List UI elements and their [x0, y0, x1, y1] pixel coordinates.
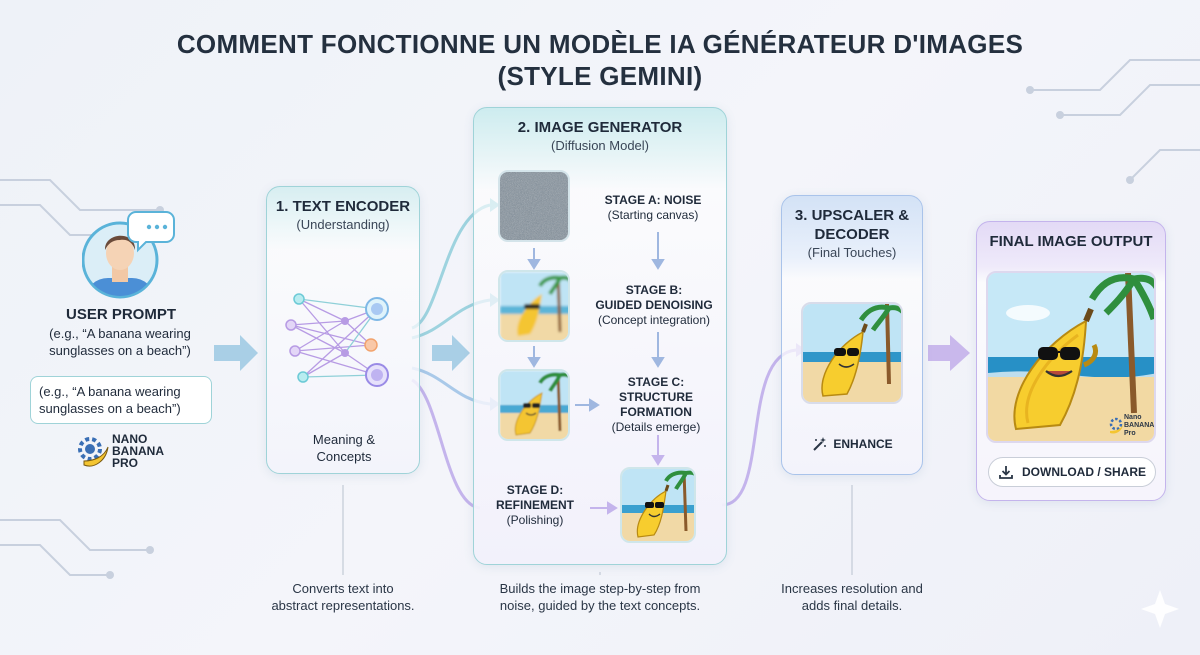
stage-a-noise-image: [498, 170, 570, 242]
stage-d-label: STAGE D: REFINEMENT (Polishing): [496, 483, 574, 527]
neural-network-icon: [285, 293, 389, 387]
nano-banana-logo: NANO BANANA PRO: [76, 433, 186, 473]
text-encoder-title: 1. TEXT ENCODER: [275, 198, 411, 215]
stage-b-blurry-banana-image: [498, 270, 570, 342]
image-generator-title: 2. IMAGE GENERATOR: [517, 119, 683, 136]
stage-c-label: STAGE C: STRUCTURE FORMATION (Details em…: [611, 375, 701, 434]
user-prompt-label: USER PROMPT: [65, 306, 176, 323]
banana-gear-logo-icon: [1109, 417, 1123, 434]
user-prompt-example: (e.g., “A banana wearing sunglasses on a…: [49, 326, 191, 358]
text-encoder-panel: 1. TEXT ENCODER (Understanding): [266, 186, 420, 474]
final-output-title: FINAL IMAGE OUTPUT: [989, 233, 1153, 250]
speech-bubble-icon: [127, 211, 175, 253]
final-banana-image[interactable]: Nano BANANA Pro: [986, 271, 1156, 443]
text-encoder-subtitle: (Understanding): [296, 217, 390, 232]
enhance-label: ENHANCE: [781, 436, 923, 452]
download-icon: [999, 466, 1013, 479]
stage-d-refined-banana-image: [620, 467, 696, 543]
text-encoder-caption: Converts text into abstract representati…: [271, 581, 415, 613]
upscaler-caption: Increases resolution and adds final deta…: [781, 581, 923, 613]
page-title: COMMENT FONCTIONNE UN MODÈLE IA GÉNÉRATE…: [176, 29, 1024, 91]
user-avatar: [82, 211, 175, 299]
upscaled-banana-image: [801, 302, 903, 404]
image-generator-subtitle: (Diffusion Model): [550, 138, 650, 153]
nano-banana-badge: Nano BANANA Pro: [1108, 413, 1154, 441]
banana-gear-logo-icon: [78, 437, 109, 467]
generator-flow-arrows: [527, 232, 665, 515]
stage-a-label: STAGE A: NOISE (Starting canvas): [604, 193, 702, 222]
stage-b-label: STAGE B: GUIDED DENOISING (Concept integ…: [595, 283, 713, 327]
meaning-concepts-label: Meaning & Concepts: [312, 432, 376, 464]
stage-c-banana-image: [498, 369, 570, 441]
download-share-button[interactable]: DOWNLOAD / SHARE: [988, 457, 1156, 487]
prompt-input[interactable]: (e.g., “A banana wearing sunglasses on a…: [30, 376, 212, 424]
image-generator-caption: Builds the image step-by-step from noise…: [499, 581, 701, 613]
magic-wand-icon: [813, 437, 827, 451]
upscaler-subtitle: (Final Touches): [807, 245, 897, 260]
upscaler-title: 3. UPSCALER & DECODER: [794, 207, 910, 243]
